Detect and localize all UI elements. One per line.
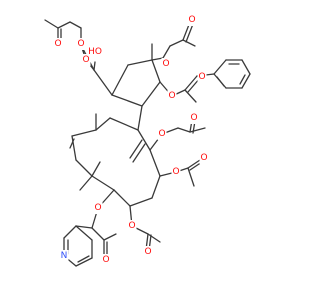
- bond-line: [187, 167, 195, 187]
- atom-label-background: [171, 166, 181, 178]
- bond-line: [71, 135, 77, 161]
- bond-line: [137, 129, 151, 151]
- bond-line: [184, 75, 198, 91]
- oxygen-atom-label: O: [77, 39, 84, 49]
- bond-line: [95, 117, 111, 131]
- bond-line: [111, 64, 129, 96]
- bond-line: [151, 57, 164, 61]
- bond-line: [57, 21, 71, 29]
- bond-line: [111, 94, 143, 107]
- bond-line: [44, 19, 59, 29]
- atom-label-background: [101, 254, 111, 266]
- atom-label-background: [81, 54, 91, 66]
- oxygen-atom-label: O: [168, 91, 175, 101]
- bond-line: [241, 59, 251, 75]
- bond-line: [162, 45, 171, 59]
- bond-line: [91, 175, 115, 191]
- bond-line: [79, 175, 93, 191]
- bond-line: [132, 143, 146, 163]
- bond-line: [177, 127, 191, 133]
- bond-line: [241, 73, 251, 89]
- oxygen-atom-label: O: [54, 39, 61, 49]
- atom-label-background: [161, 58, 171, 70]
- bond-line: [71, 129, 97, 137]
- bond-line: [185, 23, 194, 43]
- bond-line: [147, 233, 161, 243]
- bond-line: [169, 39, 184, 47]
- atom-label-background: [127, 220, 137, 232]
- atom-label-background: [93, 202, 103, 214]
- atom-label-background: [197, 71, 207, 83]
- atom-label-background: [189, 112, 199, 124]
- bond-layer: [44, 19, 251, 267]
- bond-line: [75, 159, 93, 177]
- nitrogen-atom-label: N: [61, 251, 68, 261]
- atom-label-background: [53, 38, 63, 50]
- bond-line: [151, 59, 161, 83]
- atom-label-background: [87, 46, 103, 58]
- bond-line: [216, 76, 225, 87]
- atom-label-background: [59, 250, 69, 262]
- bond-line: [149, 149, 161, 177]
- atom-label-background: [157, 128, 167, 140]
- bond-line: [75, 225, 93, 229]
- bond-line: [103, 233, 117, 241]
- oxygen-atom-label: O: [128, 221, 135, 231]
- atom-label-background: [187, 14, 197, 26]
- bond-line: [151, 175, 161, 199]
- bond-line: [187, 159, 201, 169]
- oxygen-atom-label: O: [158, 129, 165, 139]
- bond-line: [69, 21, 82, 29]
- bond-line: [93, 61, 96, 71]
- atom-label-background: [167, 90, 177, 102]
- oxygen-atom-label: O: [198, 72, 205, 82]
- oxygen-atom-label: O: [200, 153, 207, 163]
- bond-line: [77, 255, 90, 263]
- bond-line: [184, 89, 197, 103]
- bond-line: [113, 189, 131, 207]
- oxygen-atom-label: O: [190, 113, 197, 123]
- oxygen-atom-label: O: [82, 55, 89, 65]
- bond-line: [213, 59, 227, 75]
- oxygen-atom-label: O: [94, 203, 101, 213]
- oxygen-atom-label: O: [188, 15, 195, 25]
- bond-line: [129, 139, 143, 159]
- bond-line: [63, 225, 77, 239]
- bond-line: [137, 105, 143, 131]
- atom-label-background: [76, 38, 86, 50]
- oxygen-atom-label: O: [144, 247, 151, 257]
- bond-line: [129, 197, 153, 207]
- oxygen-atom-label: O: [102, 255, 109, 265]
- bond-line: [127, 59, 153, 66]
- atom-label-background: [143, 246, 153, 258]
- bond-line: [182, 39, 196, 47]
- bond-line: [91, 227, 105, 241]
- hydroxyl-label: HO: [88, 47, 102, 57]
- oxygen-atom-label: O: [172, 167, 179, 177]
- bond-line: [75, 257, 93, 267]
- bond-line: [93, 69, 113, 96]
- atom-label-background: [199, 152, 209, 164]
- bond-line: [91, 161, 101, 177]
- oxygen-atom-label: O: [162, 59, 169, 69]
- bond-line: [109, 117, 139, 131]
- bond-line: [141, 81, 161, 107]
- bond-line: [189, 127, 206, 133]
- bond-line: [75, 225, 93, 241]
- bond-line: [239, 74, 246, 85]
